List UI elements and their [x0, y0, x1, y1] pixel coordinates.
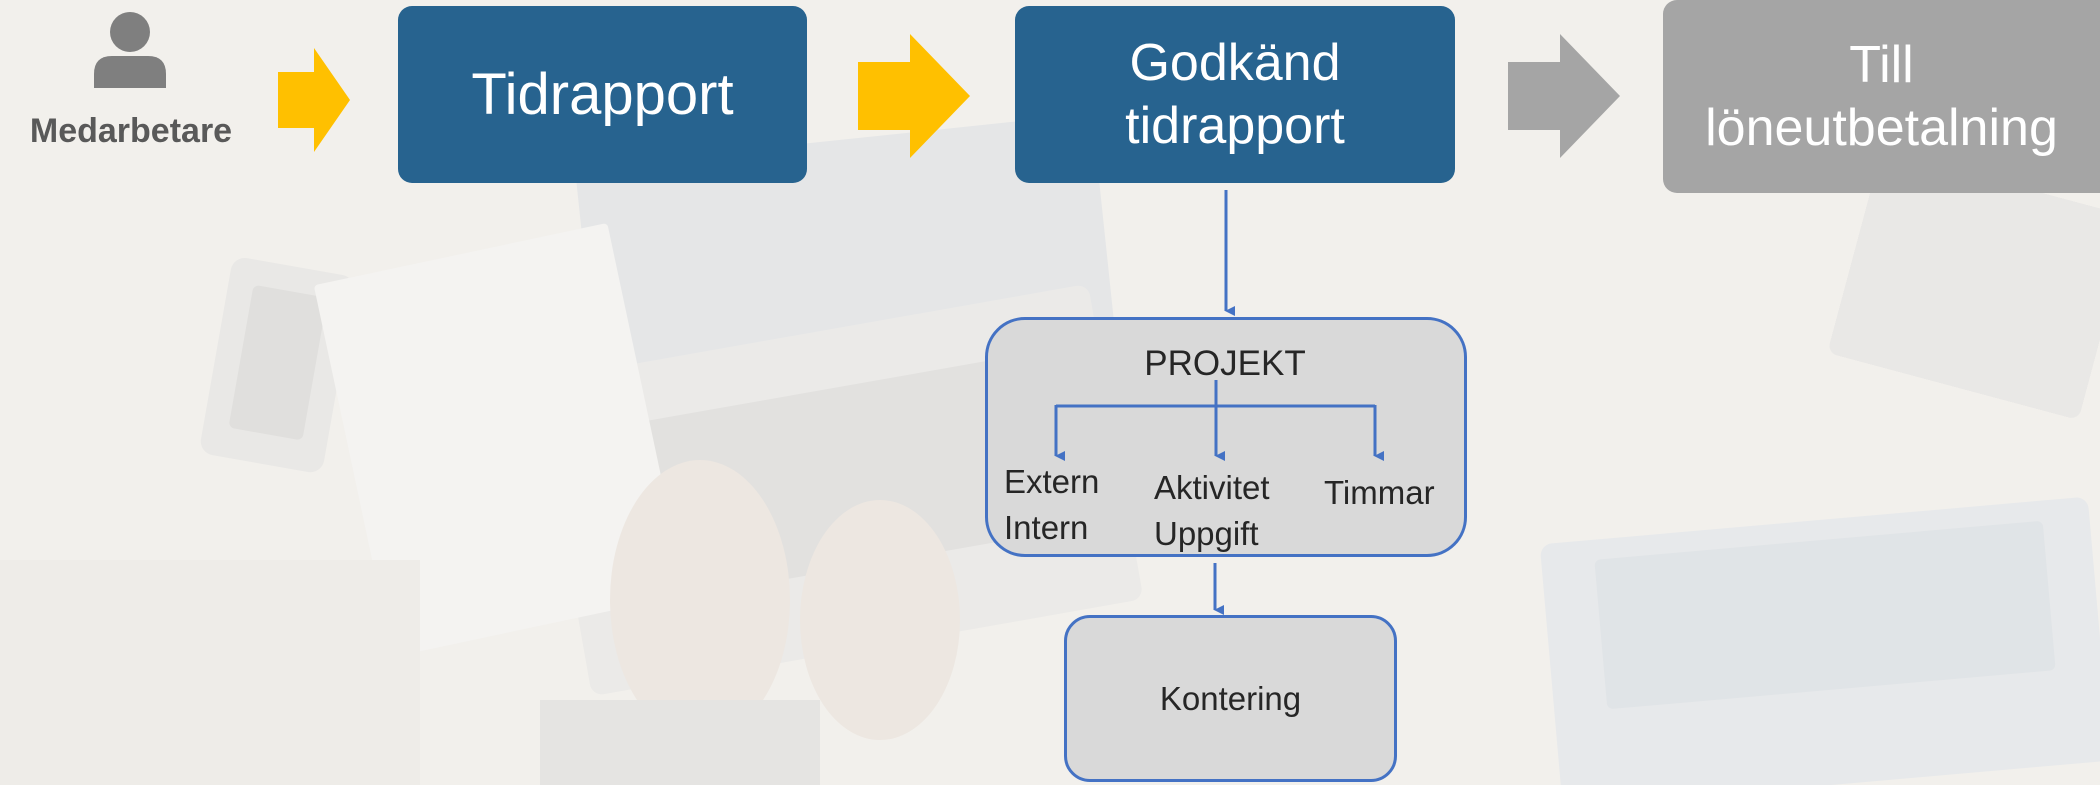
branch-aktivitet-uppgift: Aktivitet Uppgift — [1154, 465, 1270, 557]
projekt-title: PROJEKT — [1144, 344, 1306, 383]
step-tidrapport: Tidrapport — [398, 6, 807, 183]
step-till-loneutbetalning: Till löneutbetalning — [1663, 0, 2100, 193]
branch-extern-intern: Extern Intern — [1004, 459, 1099, 551]
branch-1-line-2: Intern — [1004, 509, 1089, 546]
branch-2-line-2: Uppgift — [1154, 515, 1259, 552]
step-godkand-tidrapport: Godkänd tidrapport — [1015, 6, 1455, 183]
step-tidrapport-label: Tidrapport — [471, 61, 734, 127]
person-icon — [94, 12, 166, 88]
branch-3-line-1: Timmar — [1324, 474, 1435, 511]
step-till-line-2: löneutbetalning — [1705, 98, 2058, 157]
branch-1-line-1: Extern — [1004, 463, 1100, 500]
arrow-right-icon — [1508, 34, 1620, 158]
arrow-right-icon — [278, 48, 350, 152]
step-godkand-line-2: tidrapport — [1125, 96, 1345, 155]
step-till-line-1: Till — [1849, 36, 1914, 95]
branch-2-line-1: Aktivitet — [1154, 469, 1270, 506]
projekt-box — [985, 317, 1467, 557]
step-godkand-line-1: Godkänd — [1129, 34, 1341, 93]
branch-timmar: Timmar — [1324, 470, 1435, 516]
arrow-right-icon — [858, 34, 970, 158]
kontering-label: Kontering — [1159, 679, 1302, 717]
kontering-box: Kontering — [1064, 615, 1397, 782]
actor-label: Medarbetare — [29, 112, 233, 150]
